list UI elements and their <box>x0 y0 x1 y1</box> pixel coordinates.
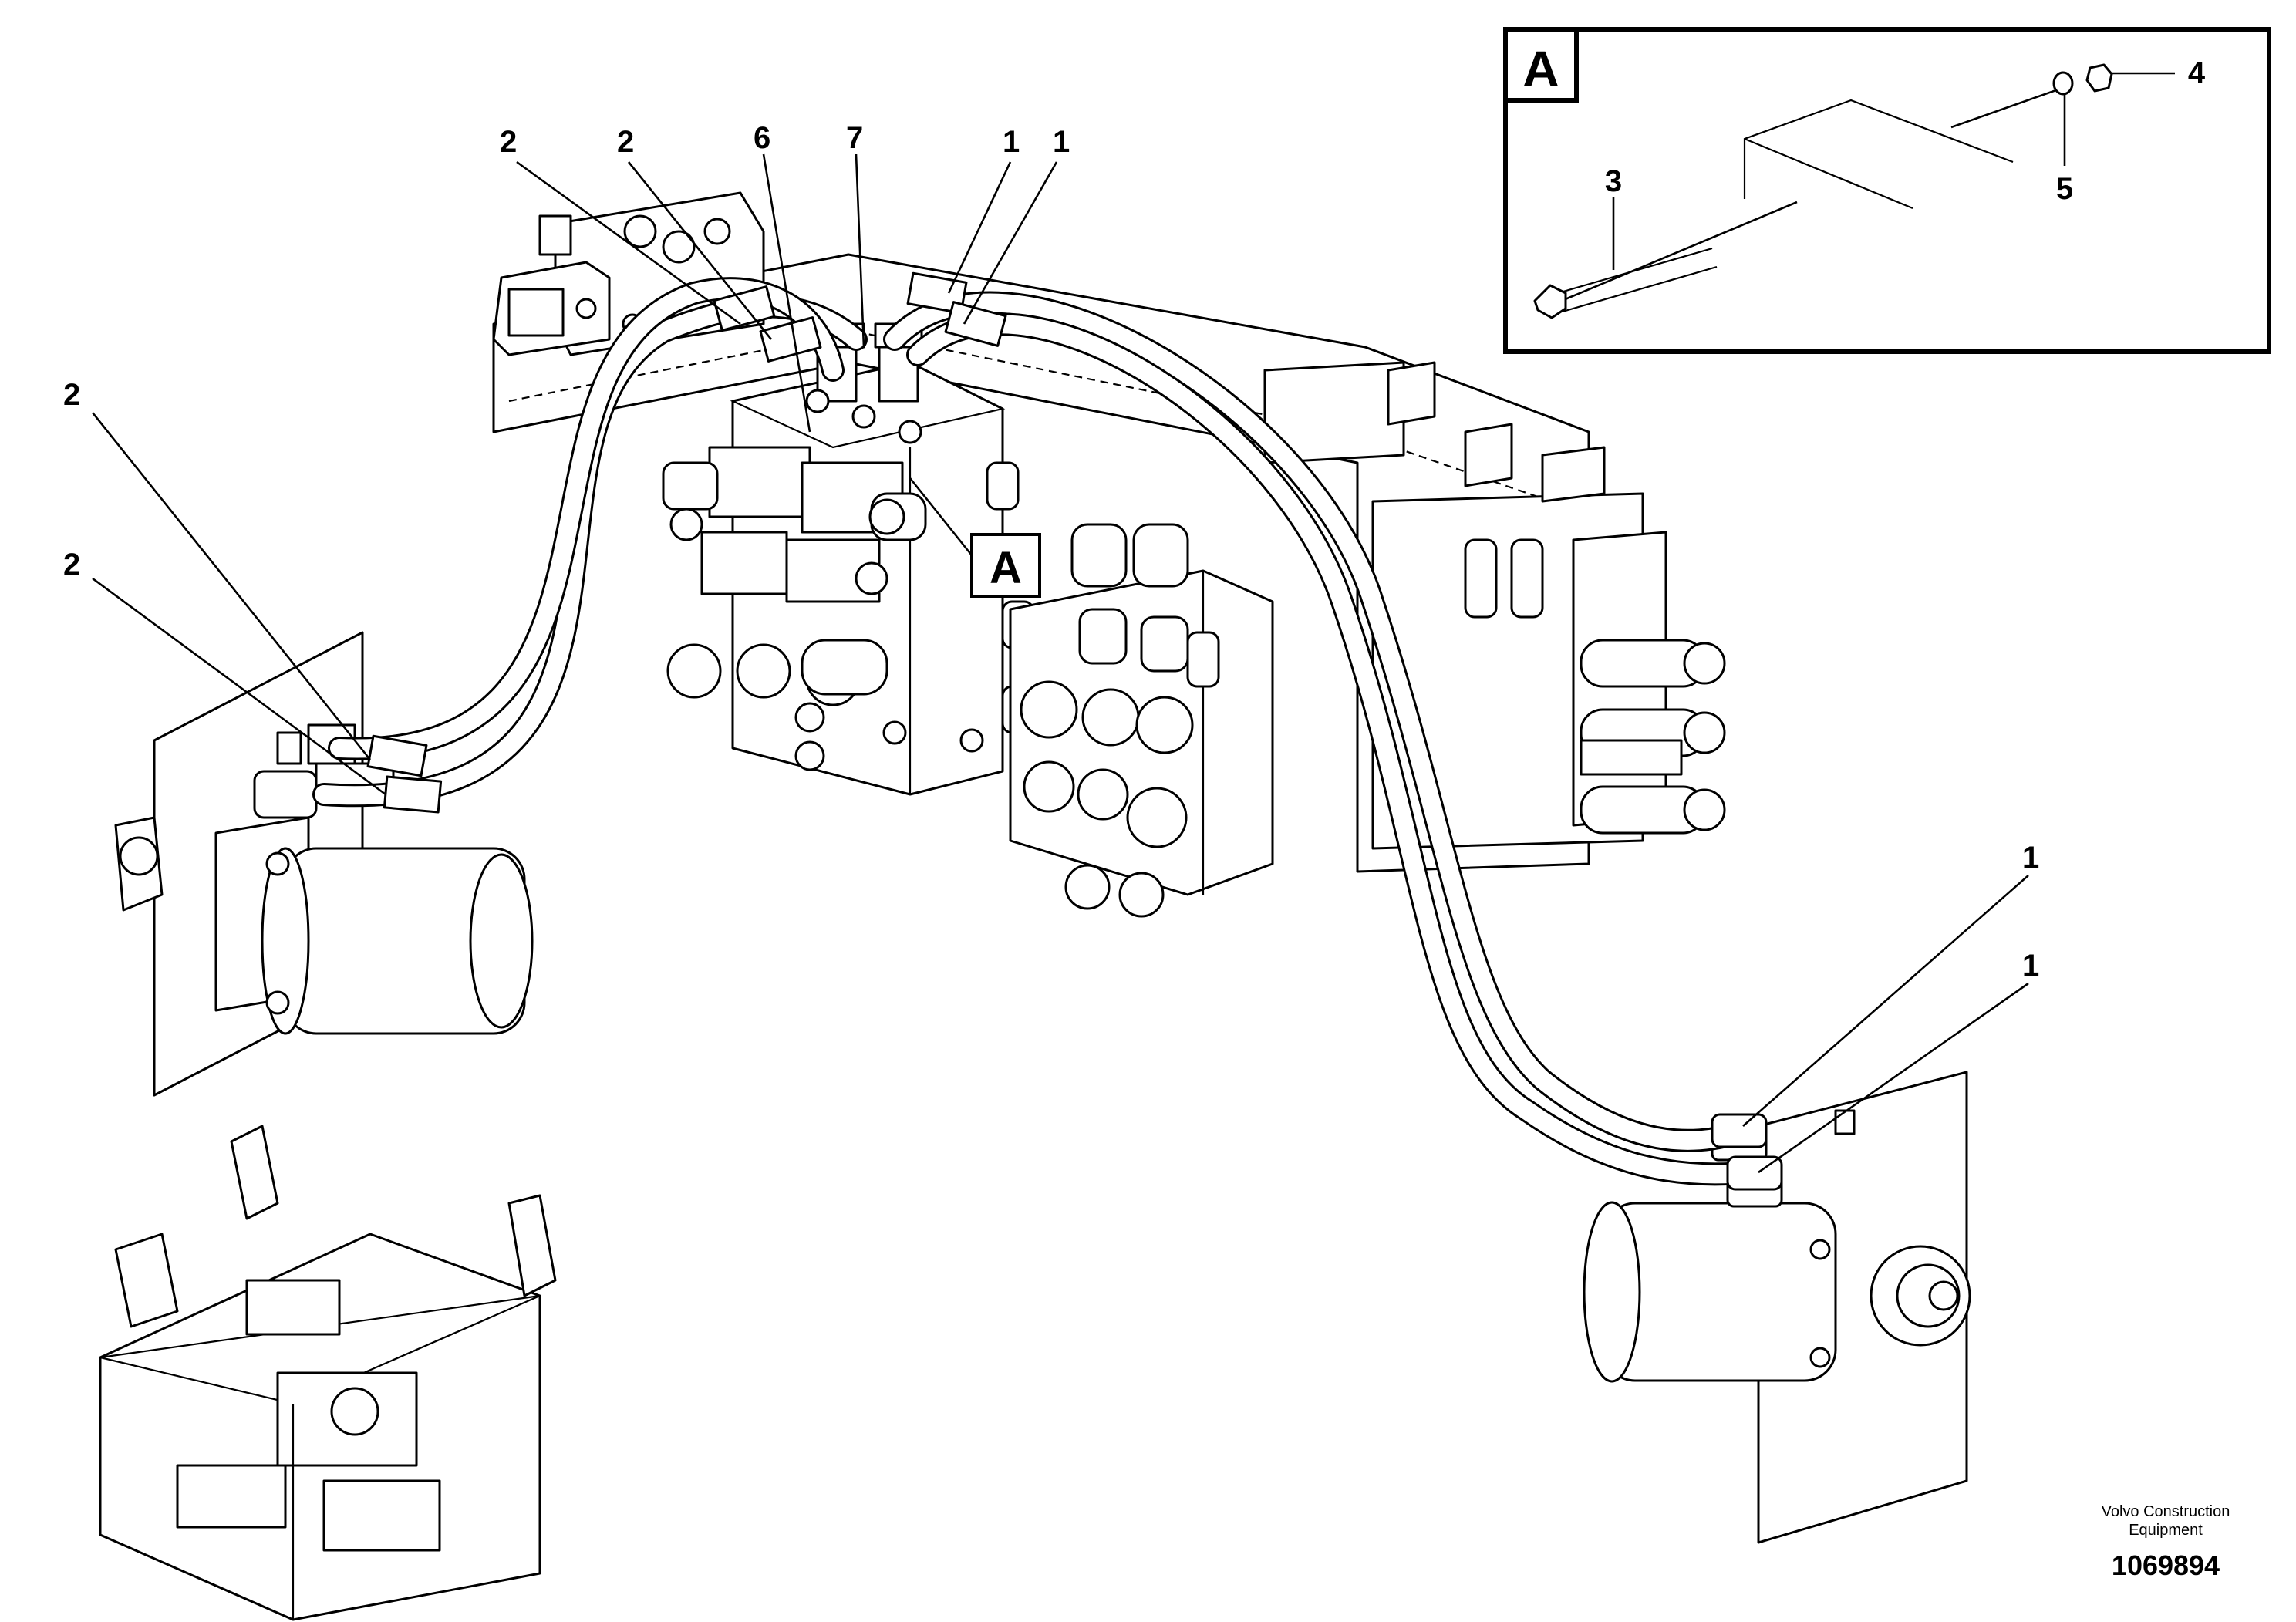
callouts: 2 2 6 7 1 1 2 2 1 1 <box>63 121 2039 983</box>
callout-2-b: 2 <box>617 125 634 159</box>
left-pump-motor <box>114 631 534 1097</box>
callout-1-d: 1 <box>2022 949 2039 983</box>
detail-title: A <box>1522 40 1559 97</box>
leader-lines <box>91 153 2029 1174</box>
machine-overview-thumbnail <box>99 1125 557 1621</box>
detail-callout-5: 5 <box>2056 172 2073 206</box>
callout-2-a: 2 <box>500 125 517 159</box>
detail-callout-3: 3 <box>1605 164 1622 198</box>
callout-2-d: 2 <box>63 548 80 582</box>
view-reference-a: A <box>970 533 1041 598</box>
callout-7: 7 <box>846 121 863 155</box>
company-name-line1: Volvo Construction <box>2102 1503 2230 1520</box>
detail-callout-4: 4 <box>2188 56 2206 90</box>
callout-1-c: 1 <box>2022 841 2039 875</box>
company-name-line2: Equipment <box>2129 1522 2203 1539</box>
callout-1-b: 1 <box>1053 125 1070 159</box>
chassis-frame <box>492 253 1726 873</box>
drawing-number: 1069894 <box>2112 1549 2220 1581</box>
view-reference-a-label: A <box>990 543 1022 593</box>
callout-1-a: 1 <box>1003 125 1020 159</box>
detail-view-a: A 3 4 5 <box>1503 27 2271 354</box>
hoses-item-1 <box>883 291 1762 1186</box>
drawing-footer: Volvo Construction Equipment 1069894 <box>2102 1503 2230 1581</box>
hose-ferrules <box>366 271 1783 1191</box>
right-valve-bank <box>1009 523 1274 918</box>
callout-2-c: 2 <box>63 378 80 412</box>
callout-6: 6 <box>754 121 770 155</box>
